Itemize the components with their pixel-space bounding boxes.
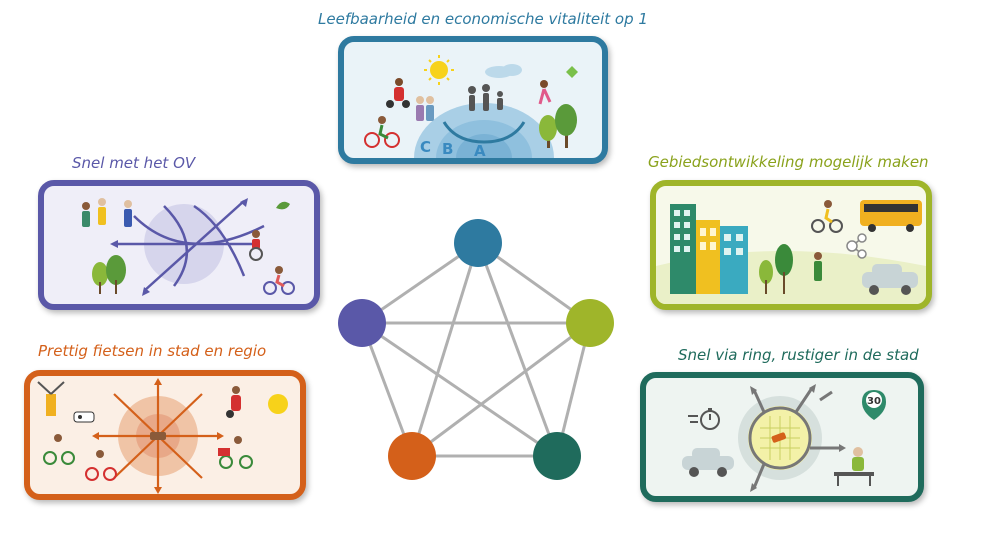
- car-icon: [682, 448, 734, 477]
- cyclist-icon: [43, 434, 75, 465]
- card-ring: 30: [640, 372, 924, 502]
- windmill-icon: [37, 381, 65, 416]
- ring-road: [748, 406, 812, 470]
- sun-icon: [268, 394, 288, 414]
- center-marker: [150, 432, 166, 440]
- speed-30-sign-icon: 30: [862, 390, 886, 420]
- zone-label-b: B: [442, 140, 453, 158]
- cyclist-icon: [263, 266, 295, 295]
- sun-icon: [430, 61, 448, 79]
- card-ring-illustration: 30: [682, 384, 886, 492]
- cyclist-icon: [364, 116, 400, 148]
- caption-fietsen: Prettig fietsen in stad en regio: [38, 342, 267, 360]
- node-gebied: [566, 299, 614, 347]
- pedestrian-icon: [814, 252, 822, 281]
- leaf-icon: [276, 201, 290, 210]
- cargo-bike-icon: [218, 436, 253, 469]
- ov-routes: [114, 200, 265, 292]
- network-edges: [360, 241, 592, 458]
- node-top: [454, 219, 502, 267]
- edge-top-ring: [476, 242, 559, 457]
- bench-person-icon: [834, 447, 874, 486]
- scooter-person-icon: [386, 78, 410, 108]
- hands-icon: [442, 121, 526, 144]
- zone-label-a: A: [474, 142, 486, 158]
- caption-leefbaarheid: Leefbaarheid en economische vitaliteit o…: [318, 10, 648, 28]
- buildings-icon: [670, 204, 748, 294]
- card-leefbaarheid: C B A: [338, 36, 608, 164]
- edge-gebied-fiets: [411, 321, 591, 458]
- card-ov-illustration: [82, 198, 295, 296]
- pedestrians-icon: [82, 198, 132, 227]
- zone-label-c: C: [420, 138, 431, 156]
- node-fiets: [388, 432, 436, 480]
- network-nodes: [338, 219, 614, 480]
- network-icon: [846, 233, 867, 259]
- elderly-couple-icon: [416, 96, 434, 121]
- kite-icon: [538, 66, 578, 105]
- trees-icon: [539, 104, 577, 148]
- edge-top-fiets: [410, 242, 480, 457]
- caption-gebiedsontwikkeling: Gebiedsontwikkeling mogelijk maken: [648, 153, 929, 171]
- speed-30-label: 30: [867, 396, 881, 407]
- edge-ov-ring: [361, 321, 558, 458]
- family-icon: [468, 84, 503, 111]
- cow-icon: [73, 411, 95, 423]
- card-gebiedsontwikkeling: [650, 180, 932, 310]
- card-gebied-illustration: [656, 200, 926, 304]
- stopwatch-icon: [688, 408, 720, 430]
- caption-ring: Snel via ring, rustiger in de stad: [678, 346, 919, 364]
- caption-ov: Snel met het OV: [72, 154, 196, 172]
- cyclists-icon: [811, 200, 843, 233]
- wheelchair-user-icon: [249, 230, 263, 261]
- card-fietsen-illustration: [37, 378, 288, 494]
- card-ov: [38, 180, 320, 310]
- bus-icon: [860, 200, 922, 232]
- cycling-routes: [96, 382, 220, 490]
- card-leefbaarheid-illustration: C B A: [364, 55, 578, 158]
- card-fietsen: [24, 370, 306, 500]
- scooter-person-icon: [226, 386, 241, 418]
- car-icon: [862, 264, 918, 295]
- node-ov: [338, 299, 386, 347]
- node-ring: [533, 432, 581, 480]
- ring-arrows: [752, 387, 842, 489]
- trees-icon: [759, 244, 793, 294]
- car-center-icon: [771, 432, 787, 443]
- cyclist-icon-2: [85, 450, 117, 481]
- trees-icon: [92, 255, 126, 294]
